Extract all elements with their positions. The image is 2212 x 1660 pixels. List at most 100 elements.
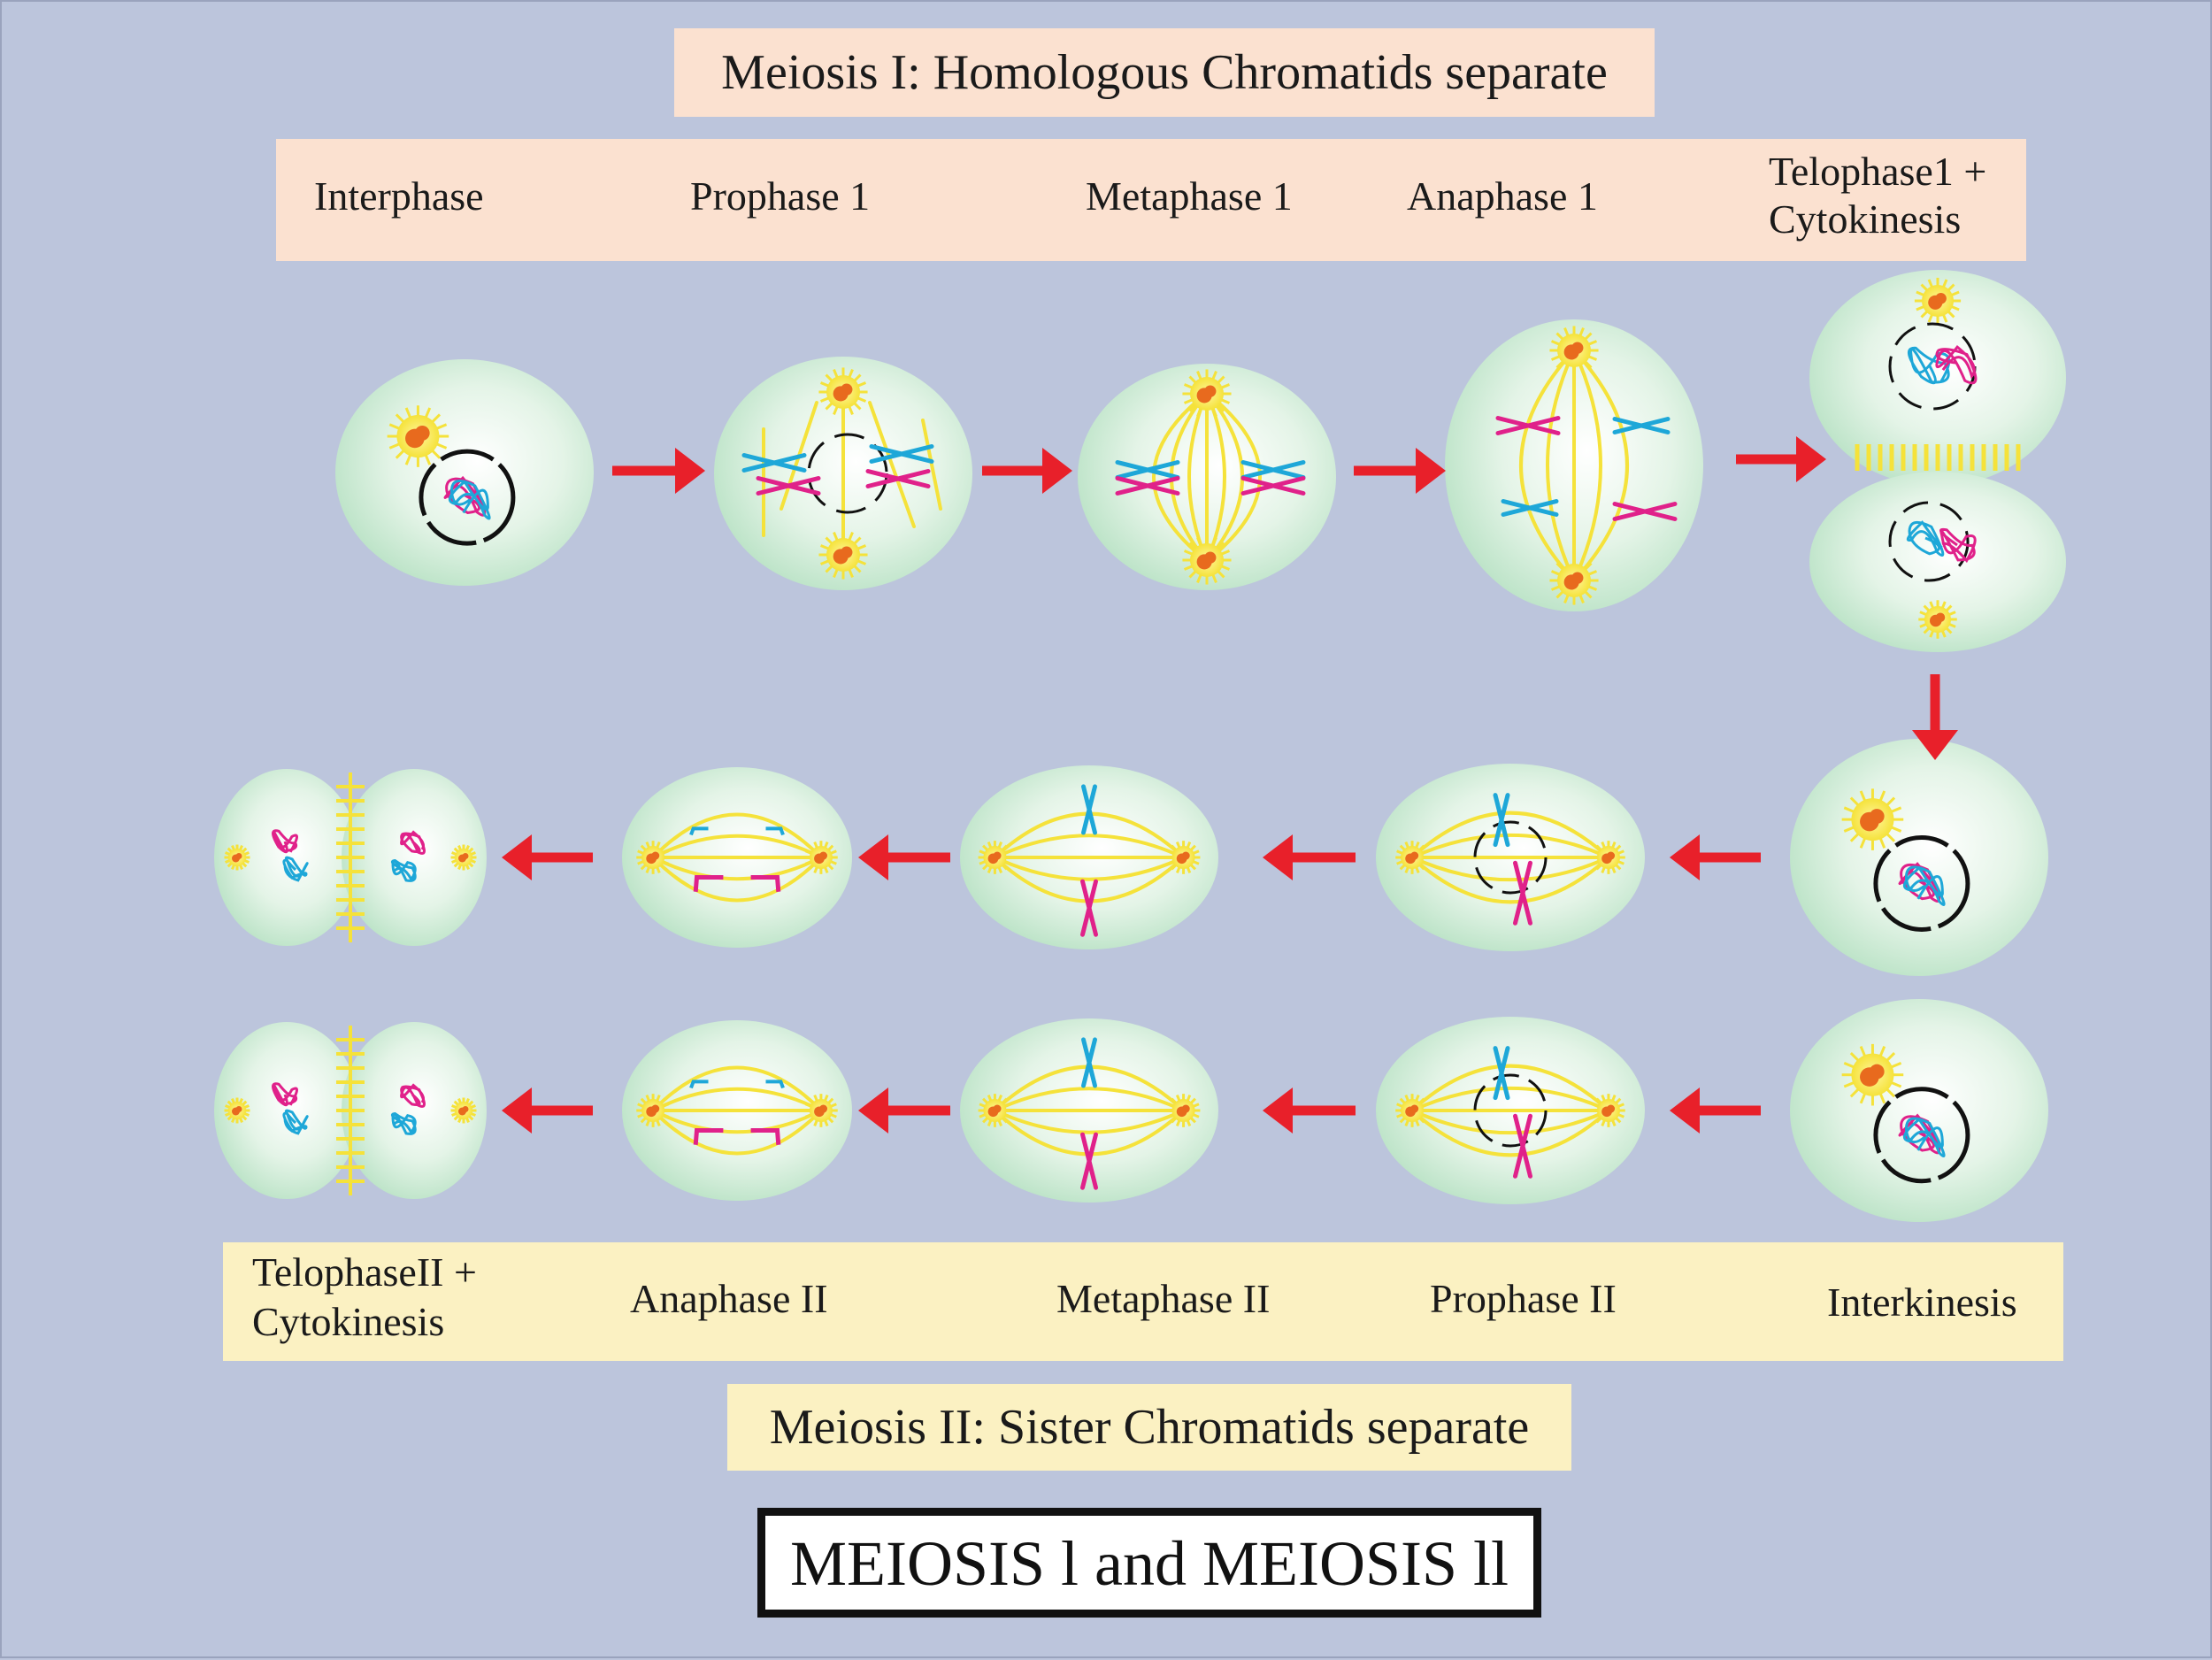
chromosome-arm — [1240, 476, 1306, 496]
spindle-fiber — [1410, 856, 1610, 904]
chromatin — [1906, 520, 1945, 557]
centriole — [651, 851, 660, 860]
chromatid-magenta — [693, 1127, 724, 1145]
chromatin — [1939, 527, 1977, 564]
centrosome — [224, 1097, 250, 1124]
chromosome-arm — [1081, 784, 1097, 835]
chromosome-arm — [1495, 416, 1561, 435]
cell-telophase-1 — [1809, 270, 2066, 652]
arrow — [1736, 436, 1826, 482]
centriole — [1607, 1104, 1616, 1113]
cell-anaphase-2-b — [622, 1020, 852, 1201]
spindle-fiber — [994, 1087, 1185, 1112]
chromosome-arm — [1612, 417, 1671, 434]
centrosome — [978, 1094, 1012, 1127]
meiosis-2-title-box: Meiosis II: Sister Chromatids separate — [727, 1384, 1571, 1471]
cell-metaphase-2-b — [960, 1018, 1218, 1203]
spindle-fiber — [1546, 350, 1576, 581]
centriole — [1935, 612, 1946, 622]
centrosome — [1592, 841, 1625, 874]
arrow — [502, 834, 593, 880]
chromosome-arm — [1240, 460, 1306, 480]
cell-anaphase-2-a — [622, 767, 852, 948]
chromatid-magenta — [750, 1127, 781, 1145]
arrow — [1263, 834, 1356, 880]
chromatin — [448, 479, 491, 520]
cell-prophase-2-a — [1376, 764, 1645, 951]
spindle-fiber — [1411, 1086, 1609, 1112]
arrow-head — [1263, 1087, 1293, 1134]
nuclear-envelope — [1473, 820, 1548, 895]
centriole — [462, 1106, 469, 1112]
stage-label-telophase-1-line1: Telophase1 + — [1769, 149, 1987, 194]
chromosome-arm — [756, 476, 821, 496]
centrosome — [1841, 1043, 1904, 1106]
arrow — [982, 448, 1072, 494]
centrosome — [636, 1094, 670, 1127]
arrow-head — [1670, 1087, 1700, 1134]
nuclear-envelope — [807, 433, 888, 514]
spindle-fiber — [994, 834, 1185, 859]
centrosome — [1914, 277, 1962, 325]
arrow — [1670, 1087, 1761, 1134]
nuclear-envelope — [1873, 834, 1970, 932]
meiosis-2-stage-bar — [223, 1242, 2063, 1361]
centrosome — [1549, 326, 1599, 375]
cell-interkinesis-a — [1790, 739, 2048, 976]
nuclear-envelope — [1473, 1073, 1548, 1148]
chromatin — [1935, 345, 1978, 385]
centriole — [1869, 1064, 1885, 1080]
cell-layer — [214, 270, 2066, 1222]
centrosome — [804, 841, 838, 874]
centrosome — [387, 405, 449, 467]
centriole — [1869, 809, 1885, 824]
centriole — [1935, 293, 1947, 304]
stage-label-telophase-1-line2: Cytokinesis — [1769, 196, 1962, 242]
spindle-fiber — [652, 1087, 822, 1112]
arrow-head — [1416, 448, 1446, 494]
spindle-fiber — [651, 812, 823, 859]
cell-telophase-2-b — [214, 1022, 487, 1199]
centrosome — [818, 530, 868, 580]
chromosome-arm — [1493, 793, 1510, 848]
stage-label-metaphase-1: Metaphase 1 — [1086, 173, 1293, 219]
spindle-fiber — [1411, 856, 1609, 882]
arrow — [612, 448, 705, 494]
cell-membrane — [1809, 270, 2066, 486]
arrow-head — [1263, 834, 1293, 880]
centrosome — [1182, 535, 1232, 585]
chromosome-arm — [1115, 476, 1180, 496]
chromosome-arm — [1080, 879, 1098, 937]
arrow-layer — [502, 436, 1958, 1134]
chromosome-arm — [1501, 499, 1559, 517]
spindle-fiber — [652, 856, 822, 881]
centrosome — [636, 841, 670, 874]
spindle-fiber — [1411, 833, 1609, 859]
centrosome — [818, 367, 868, 417]
centriole — [1571, 572, 1584, 584]
spindle-fiber — [1410, 1109, 1610, 1157]
centriole — [818, 1104, 828, 1113]
chromatin — [282, 1109, 309, 1135]
cell-membrane — [1809, 472, 2066, 652]
centriole — [1607, 851, 1616, 860]
chromatid-cyan — [765, 1080, 785, 1089]
meiosis-1-stage-bar — [276, 139, 2026, 261]
centriole — [1204, 385, 1217, 397]
cell-membrane — [1790, 739, 2048, 976]
centriole — [651, 1104, 660, 1113]
centrosome — [1841, 788, 1904, 850]
cell-prophase-2-b — [1376, 1017, 1645, 1204]
arrow — [502, 1087, 593, 1134]
centrosome — [1592, 1094, 1625, 1127]
centrosome — [978, 841, 1012, 874]
chromosome-arm — [865, 469, 931, 488]
chromosome-arm — [1612, 502, 1678, 521]
chromosome-arm — [1080, 1132, 1098, 1190]
centriole — [414, 426, 430, 441]
chromatin — [400, 1083, 426, 1108]
cell-membrane — [1790, 999, 2048, 1222]
chromatid-magenta — [693, 874, 724, 892]
arrow-head — [1796, 436, 1826, 482]
